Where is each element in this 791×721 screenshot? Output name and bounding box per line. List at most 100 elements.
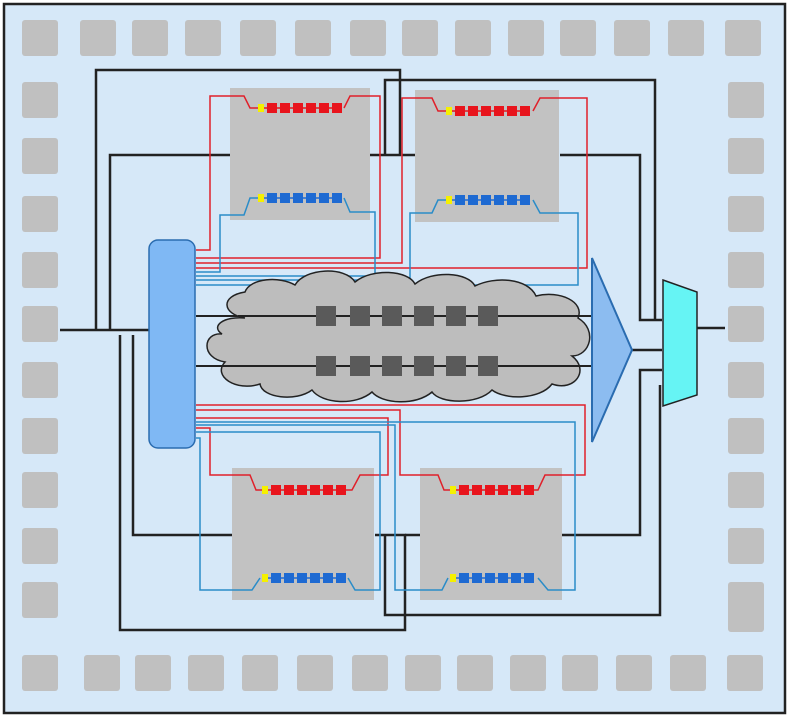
blue-wire: [196, 437, 261, 591]
red-wire: [196, 404, 586, 491]
register-cell: [310, 485, 320, 495]
io-pad: [562, 655, 598, 691]
enable-cell: [450, 486, 456, 494]
black-wire: [560, 153, 662, 322]
register-cell: [319, 103, 329, 113]
io-pad: [185, 20, 221, 56]
io-pad: [728, 252, 764, 288]
register-cell: [507, 106, 517, 116]
register-cell: [468, 106, 478, 116]
register-cell: [498, 485, 508, 495]
register-cell: [306, 103, 316, 113]
black-wire: [131, 335, 232, 537]
register-cell: [524, 485, 534, 495]
register-cell: [468, 195, 478, 205]
io-pad: [22, 418, 58, 454]
io-pad: [22, 472, 58, 508]
io-pad: [725, 20, 761, 56]
register-cell: [524, 573, 534, 583]
register-cell: [271, 485, 281, 495]
blue-wire: [196, 424, 449, 591]
register-cell: [481, 106, 491, 116]
io-pad: [728, 362, 764, 398]
enable-cell: [262, 574, 268, 582]
register-cell: [511, 485, 521, 495]
register-cell: [284, 485, 294, 495]
io-pad: [297, 655, 333, 691]
register-cell: [297, 485, 307, 495]
registers: [258, 103, 534, 583]
io-pad: [22, 362, 58, 398]
io-pad-ring: [22, 20, 764, 691]
io-pad: [402, 20, 438, 56]
io-pad: [295, 20, 331, 56]
cloud-cell: [414, 356, 434, 376]
register-cell: [323, 485, 333, 495]
enable-cell: [446, 107, 452, 115]
enable-cell: [258, 194, 264, 202]
io-pad: [668, 20, 704, 56]
register-cell: [323, 573, 333, 583]
io-pad: [728, 472, 764, 508]
black-wire: [383, 78, 657, 320]
red-register: [262, 485, 346, 495]
register-cell: [267, 193, 277, 203]
register-cell: [455, 106, 465, 116]
io-pad: [22, 138, 58, 174]
red-wire: [196, 95, 258, 251]
io-pad: [352, 655, 388, 691]
io-pad: [728, 196, 764, 232]
io-pad: [22, 196, 58, 232]
cloud-cell: [414, 306, 434, 326]
io-pad: [240, 20, 276, 56]
io-pad: [22, 306, 58, 342]
black-wire: [94, 68, 402, 330]
selector-mux: [662, 278, 698, 408]
io-pad: [508, 20, 544, 56]
red-register: [450, 485, 534, 495]
register-cell: [280, 193, 290, 203]
register-cell: [459, 573, 469, 583]
register-cell: [498, 573, 508, 583]
cloud-cell: [350, 356, 370, 376]
io-pad: [457, 655, 493, 691]
register-cell: [455, 195, 465, 205]
splitter-block: [148, 239, 196, 449]
blue-register: [450, 573, 534, 583]
register-cell: [507, 195, 517, 205]
io-pad: [22, 655, 58, 691]
io-pad: [728, 418, 764, 454]
register-cell: [520, 106, 530, 116]
blue-wire: [196, 431, 381, 591]
io-pad: [22, 20, 58, 56]
io-pad: [510, 655, 546, 691]
red-register: [258, 103, 342, 113]
cloud-cell: [446, 306, 466, 326]
black-wire: [108, 153, 230, 330]
register-cell: [494, 106, 504, 116]
black-wire: [562, 368, 662, 537]
cloud-cell: [382, 306, 402, 326]
register-cell: [472, 573, 482, 583]
cloud-cell: [446, 356, 466, 376]
register-cell: [332, 103, 342, 113]
io-pad: [242, 655, 278, 691]
enable-cell: [258, 104, 264, 112]
register-cell: [284, 573, 294, 583]
cloud-cell: [478, 356, 498, 376]
register-cell: [280, 103, 290, 113]
register-cell: [293, 103, 303, 113]
red-wire: [196, 97, 588, 269]
io-pad: [728, 306, 764, 342]
register-cell: [336, 573, 346, 583]
io-pad: [188, 655, 224, 691]
register-cell: [297, 573, 307, 583]
red-register: [446, 106, 530, 116]
register-cell: [293, 193, 303, 203]
io-pad: [455, 20, 491, 56]
register-cell: [485, 573, 495, 583]
enable-cell: [262, 486, 268, 494]
io-pad: [84, 655, 120, 691]
red-wire: [196, 427, 262, 491]
register-cell: [267, 103, 277, 113]
